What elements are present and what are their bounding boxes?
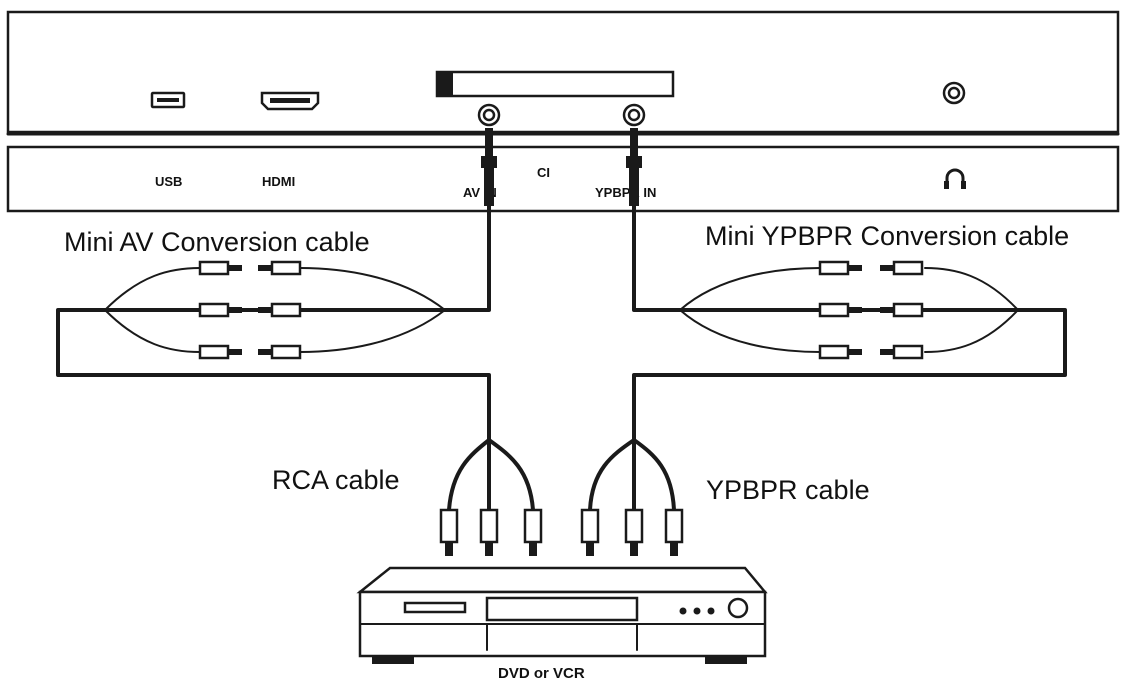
- rca-plug-icon: [523, 508, 543, 556]
- rca-plug-icon: [818, 344, 924, 360]
- headphone-jack-icon: [942, 81, 966, 105]
- device-label: DVD or VCR: [498, 665, 585, 682]
- av-breakout-plugs: [198, 260, 302, 360]
- ypbpr-in-label: YPBPR IN: [595, 185, 656, 200]
- headphone-icon: [944, 168, 966, 189]
- rca-plug-icon: [818, 260, 924, 276]
- rca-plug-icon: [479, 508, 499, 556]
- ci-label: CI: [537, 165, 550, 180]
- av-in-jack-icon: [477, 103, 501, 127]
- av-mini-plug: [481, 128, 497, 206]
- rca-plug-icon: [664, 508, 684, 556]
- rca-plug-icon: [818, 302, 924, 318]
- rca-cable-plugs: [439, 508, 543, 556]
- ypbpr-breakout-plugs: [818, 260, 924, 360]
- rca-plug-icon: [198, 260, 302, 276]
- ypbpr-cable-label: YPBPR cable: [706, 475, 870, 505]
- hdmi-port-icon: [260, 91, 320, 111]
- ypbpr-cable-plugs: [580, 508, 684, 556]
- rca-plug-icon: [198, 344, 302, 360]
- tv-bottom-strip: [6, 145, 1120, 213]
- usb-port-icon: [150, 91, 186, 109]
- rca-plug-icon: [439, 508, 459, 556]
- dvd-player-icon: [356, 566, 768, 664]
- ypbpr-in-jack-icon: [622, 103, 646, 127]
- ypbpr-cable-path: [632, 204, 1067, 442]
- ypbpr-mini-plug: [626, 128, 642, 206]
- ci-slot-icon: [435, 70, 675, 98]
- rca-cable-label: RCA cable: [272, 465, 400, 495]
- ypbpr-cable-fan: [588, 438, 676, 512]
- rca-cable-fan: [447, 438, 535, 512]
- mini-ypbpr-cable-label: Mini YPBPR Conversion cable: [705, 221, 1069, 251]
- av-cable-path: [56, 204, 491, 442]
- rca-plug-icon: [624, 508, 644, 556]
- mini-av-cable-label: Mini AV Conversion cable: [64, 227, 370, 257]
- tv-rear-panel: USB HDMI CI AV IN YPBPR IN: [6, 10, 1120, 213]
- usb-label: USB: [155, 174, 182, 189]
- rca-plug-icon: [580, 508, 600, 556]
- hdmi-label: HDMI: [262, 174, 295, 189]
- rca-plug-icon: [198, 302, 302, 318]
